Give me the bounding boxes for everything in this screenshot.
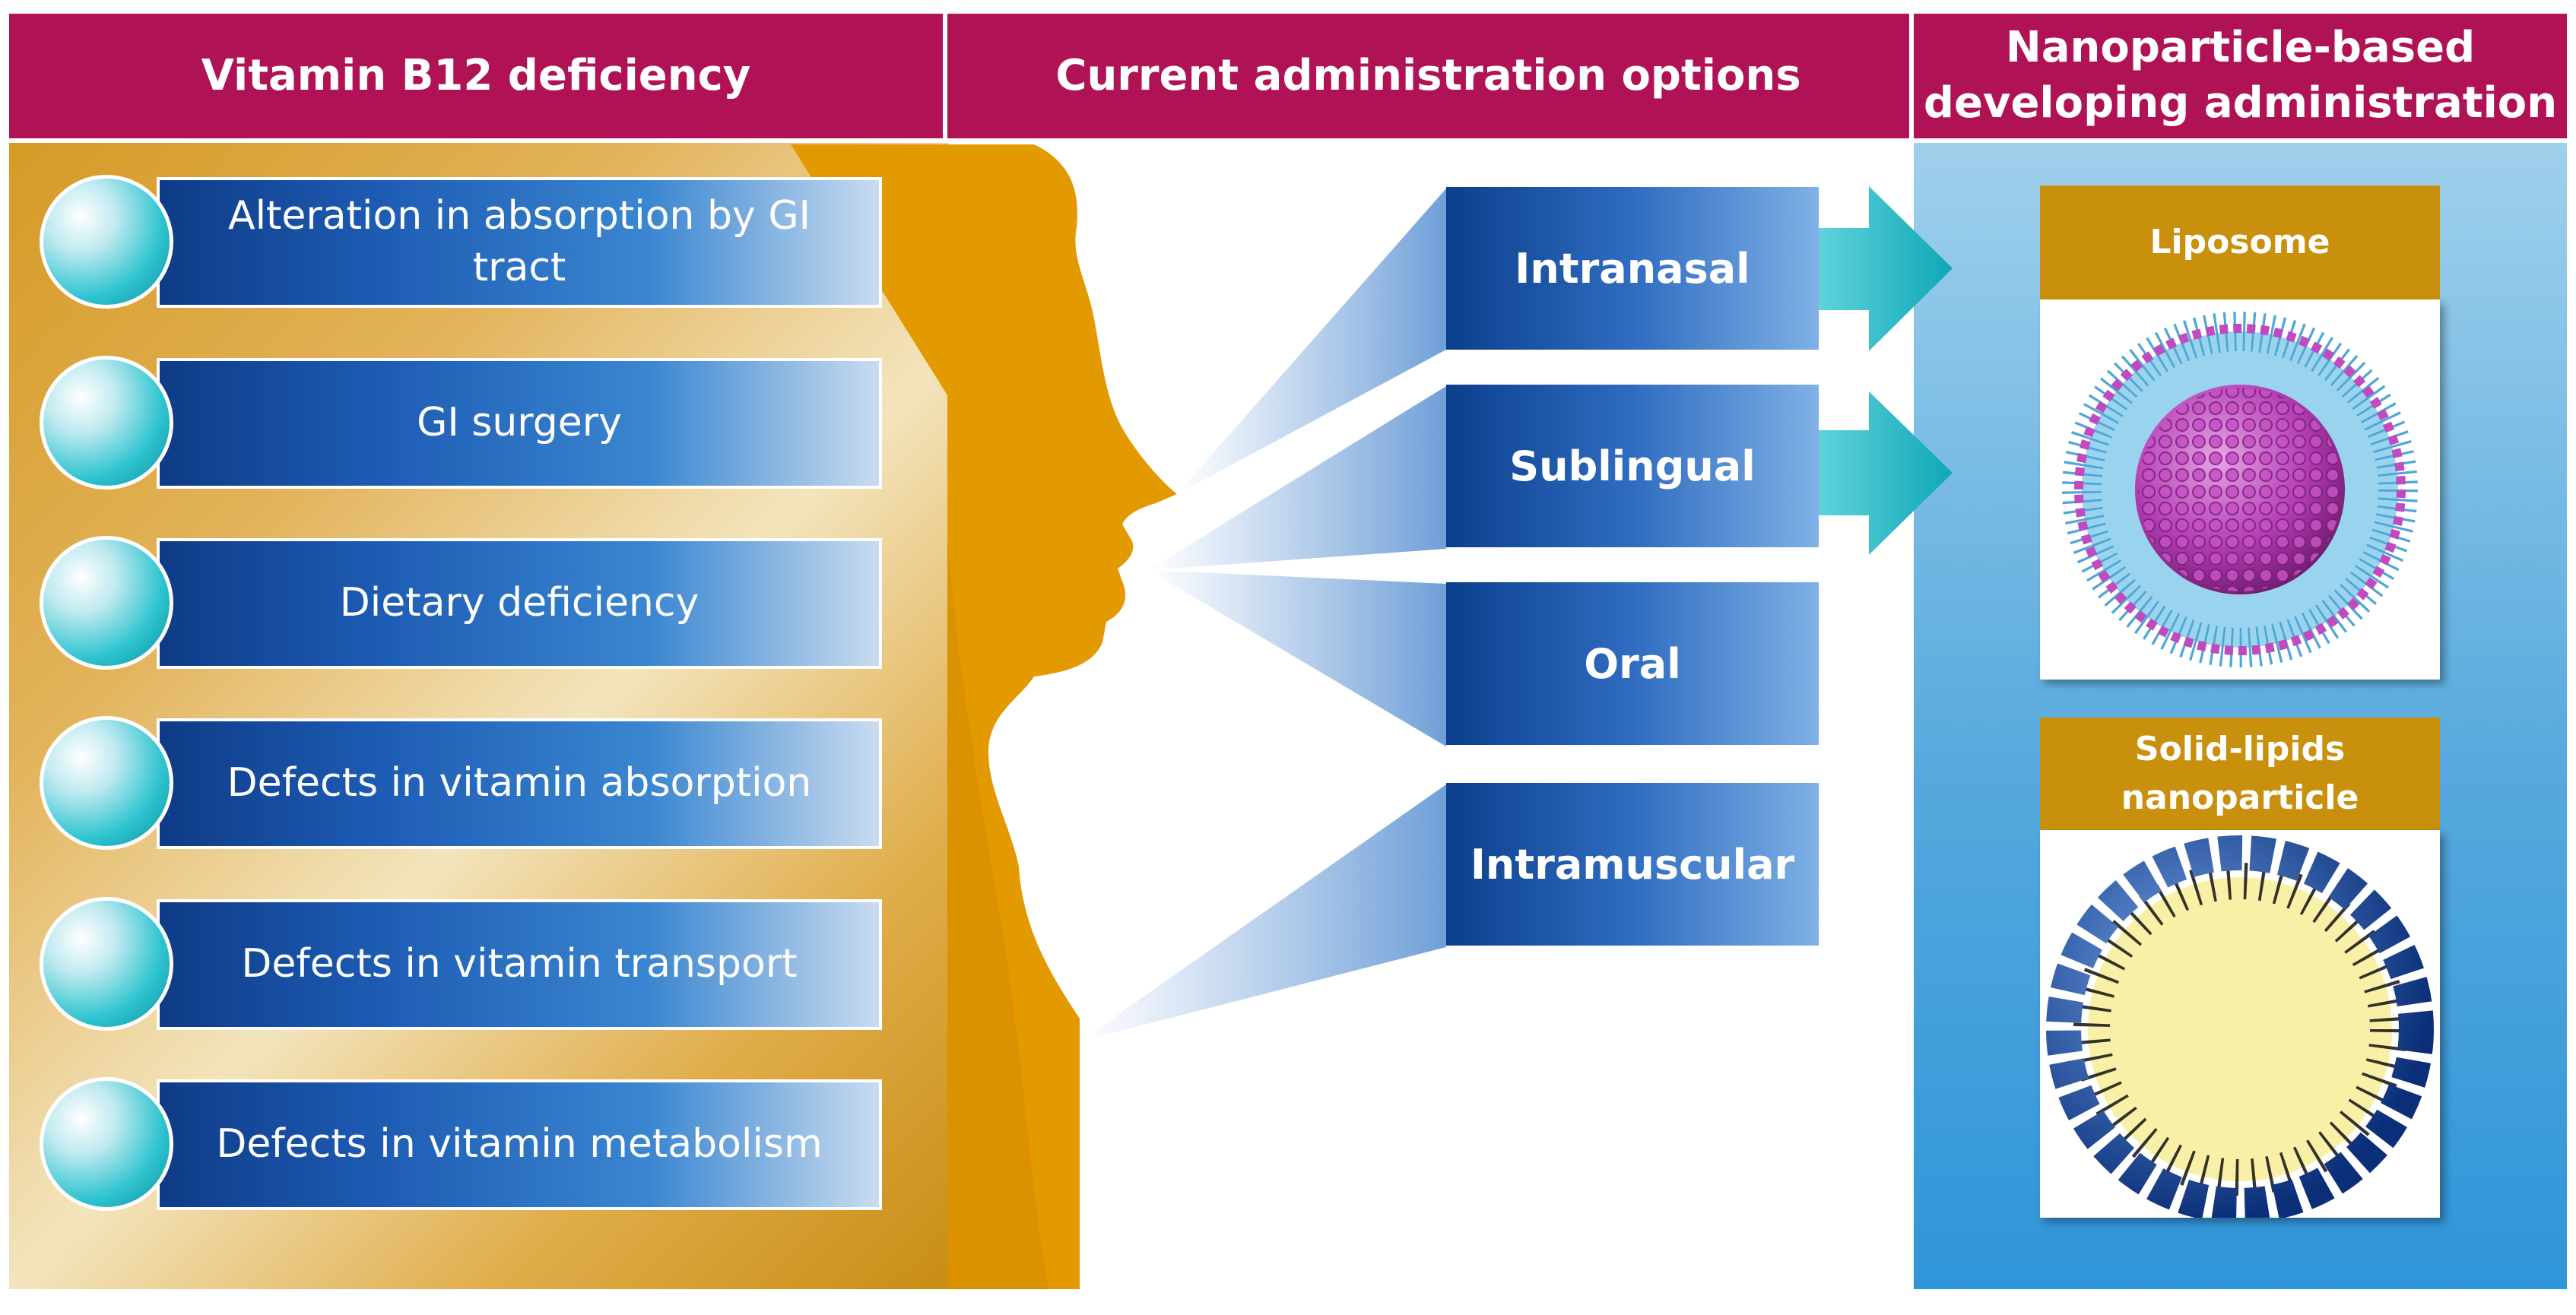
cause-4-label: Defects in vitamin absorption — [227, 760, 812, 806]
header-col2-text: Current administration options — [1055, 50, 1801, 100]
sln-title-line2: nanoparticle — [2121, 778, 2359, 817]
header-col3-line2: developing administration — [1923, 78, 2558, 128]
cause-6-label: Defects in vitamin metabolism — [216, 1121, 823, 1168]
cause-3-label: Dietary deficiency — [339, 580, 700, 626]
bullet-circle-icon — [40, 1077, 173, 1211]
connector-oral — [1148, 570, 1446, 746]
liposome-title: Liposome — [2040, 185, 2440, 299]
liposome-title-text: Liposome — [2149, 223, 2330, 262]
bullet-circle-icon — [40, 897, 173, 1031]
header-current-administration: Current administration options — [947, 14, 1909, 138]
cause-5-label: Defects in vitamin transport — [241, 941, 798, 987]
cause-defects-absorption: Defects in vitamin absorption — [157, 718, 882, 849]
header-col1-text: Vitamin B12 deficiency — [201, 50, 751, 100]
cause-alteration-absorption: Alteration in absorption by GI tract — [157, 177, 882, 308]
route-sublingual-label: Sublingual — [1509, 442, 1756, 490]
route-oral: Oral — [1446, 582, 1819, 745]
bullet-circle-icon — [40, 356, 173, 490]
bullet-circle-icon — [40, 716, 173, 850]
solid-lipid-title: Solid-lipids nanoparticle — [2040, 718, 2440, 830]
route-sublingual: Sublingual — [1446, 385, 1819, 547]
arrow-right-icon — [1819, 391, 1953, 555]
cause-gi-surgery: GI surgery — [157, 358, 882, 489]
arrow-right-icon — [1819, 186, 1953, 351]
liposome-illustration — [2062, 312, 2418, 667]
connector-intranasal — [1177, 189, 1446, 494]
route-intranasal: Intranasal — [1446, 187, 1819, 350]
solid-lipid-nanoparticle-illustration — [2046, 835, 2434, 1218]
route-intramuscular: Intramuscular — [1446, 783, 1819, 946]
header-col3-line1: Nanoparticle-based — [2005, 23, 2476, 73]
connector-intramuscular — [1080, 784, 1446, 1041]
sln-title-line1: Solid-lipids — [2134, 730, 2346, 769]
bullet-circle-icon — [40, 175, 173, 309]
liposome-card — [2040, 299, 2440, 680]
route-intranasal-label: Intranasal — [1515, 244, 1750, 293]
cause-2-label: GI surgery — [417, 400, 622, 446]
connector-sublingual — [1148, 386, 1446, 570]
cause-1-line2: tract — [472, 245, 566, 290]
route-oral-label: Oral — [1584, 639, 1681, 688]
bullet-circle-icon — [40, 536, 173, 670]
cause-1-line1: Alteration in absorption by GI — [228, 193, 811, 239]
solid-lipid-card — [2040, 830, 2440, 1218]
cause-defects-transport: Defects in vitamin transport — [157, 899, 882, 1030]
cause-defects-metabolism: Defects in vitamin metabolism — [157, 1079, 882, 1210]
cause-dietary-deficiency: Dietary deficiency — [157, 538, 882, 669]
route-intramuscular-label: Intramuscular — [1470, 840, 1795, 889]
header-nanoparticle-administration: Nanoparticle-based developing administra… — [1914, 14, 2567, 138]
header-vitamin-b12-deficiency: Vitamin B12 deficiency — [9, 14, 943, 138]
